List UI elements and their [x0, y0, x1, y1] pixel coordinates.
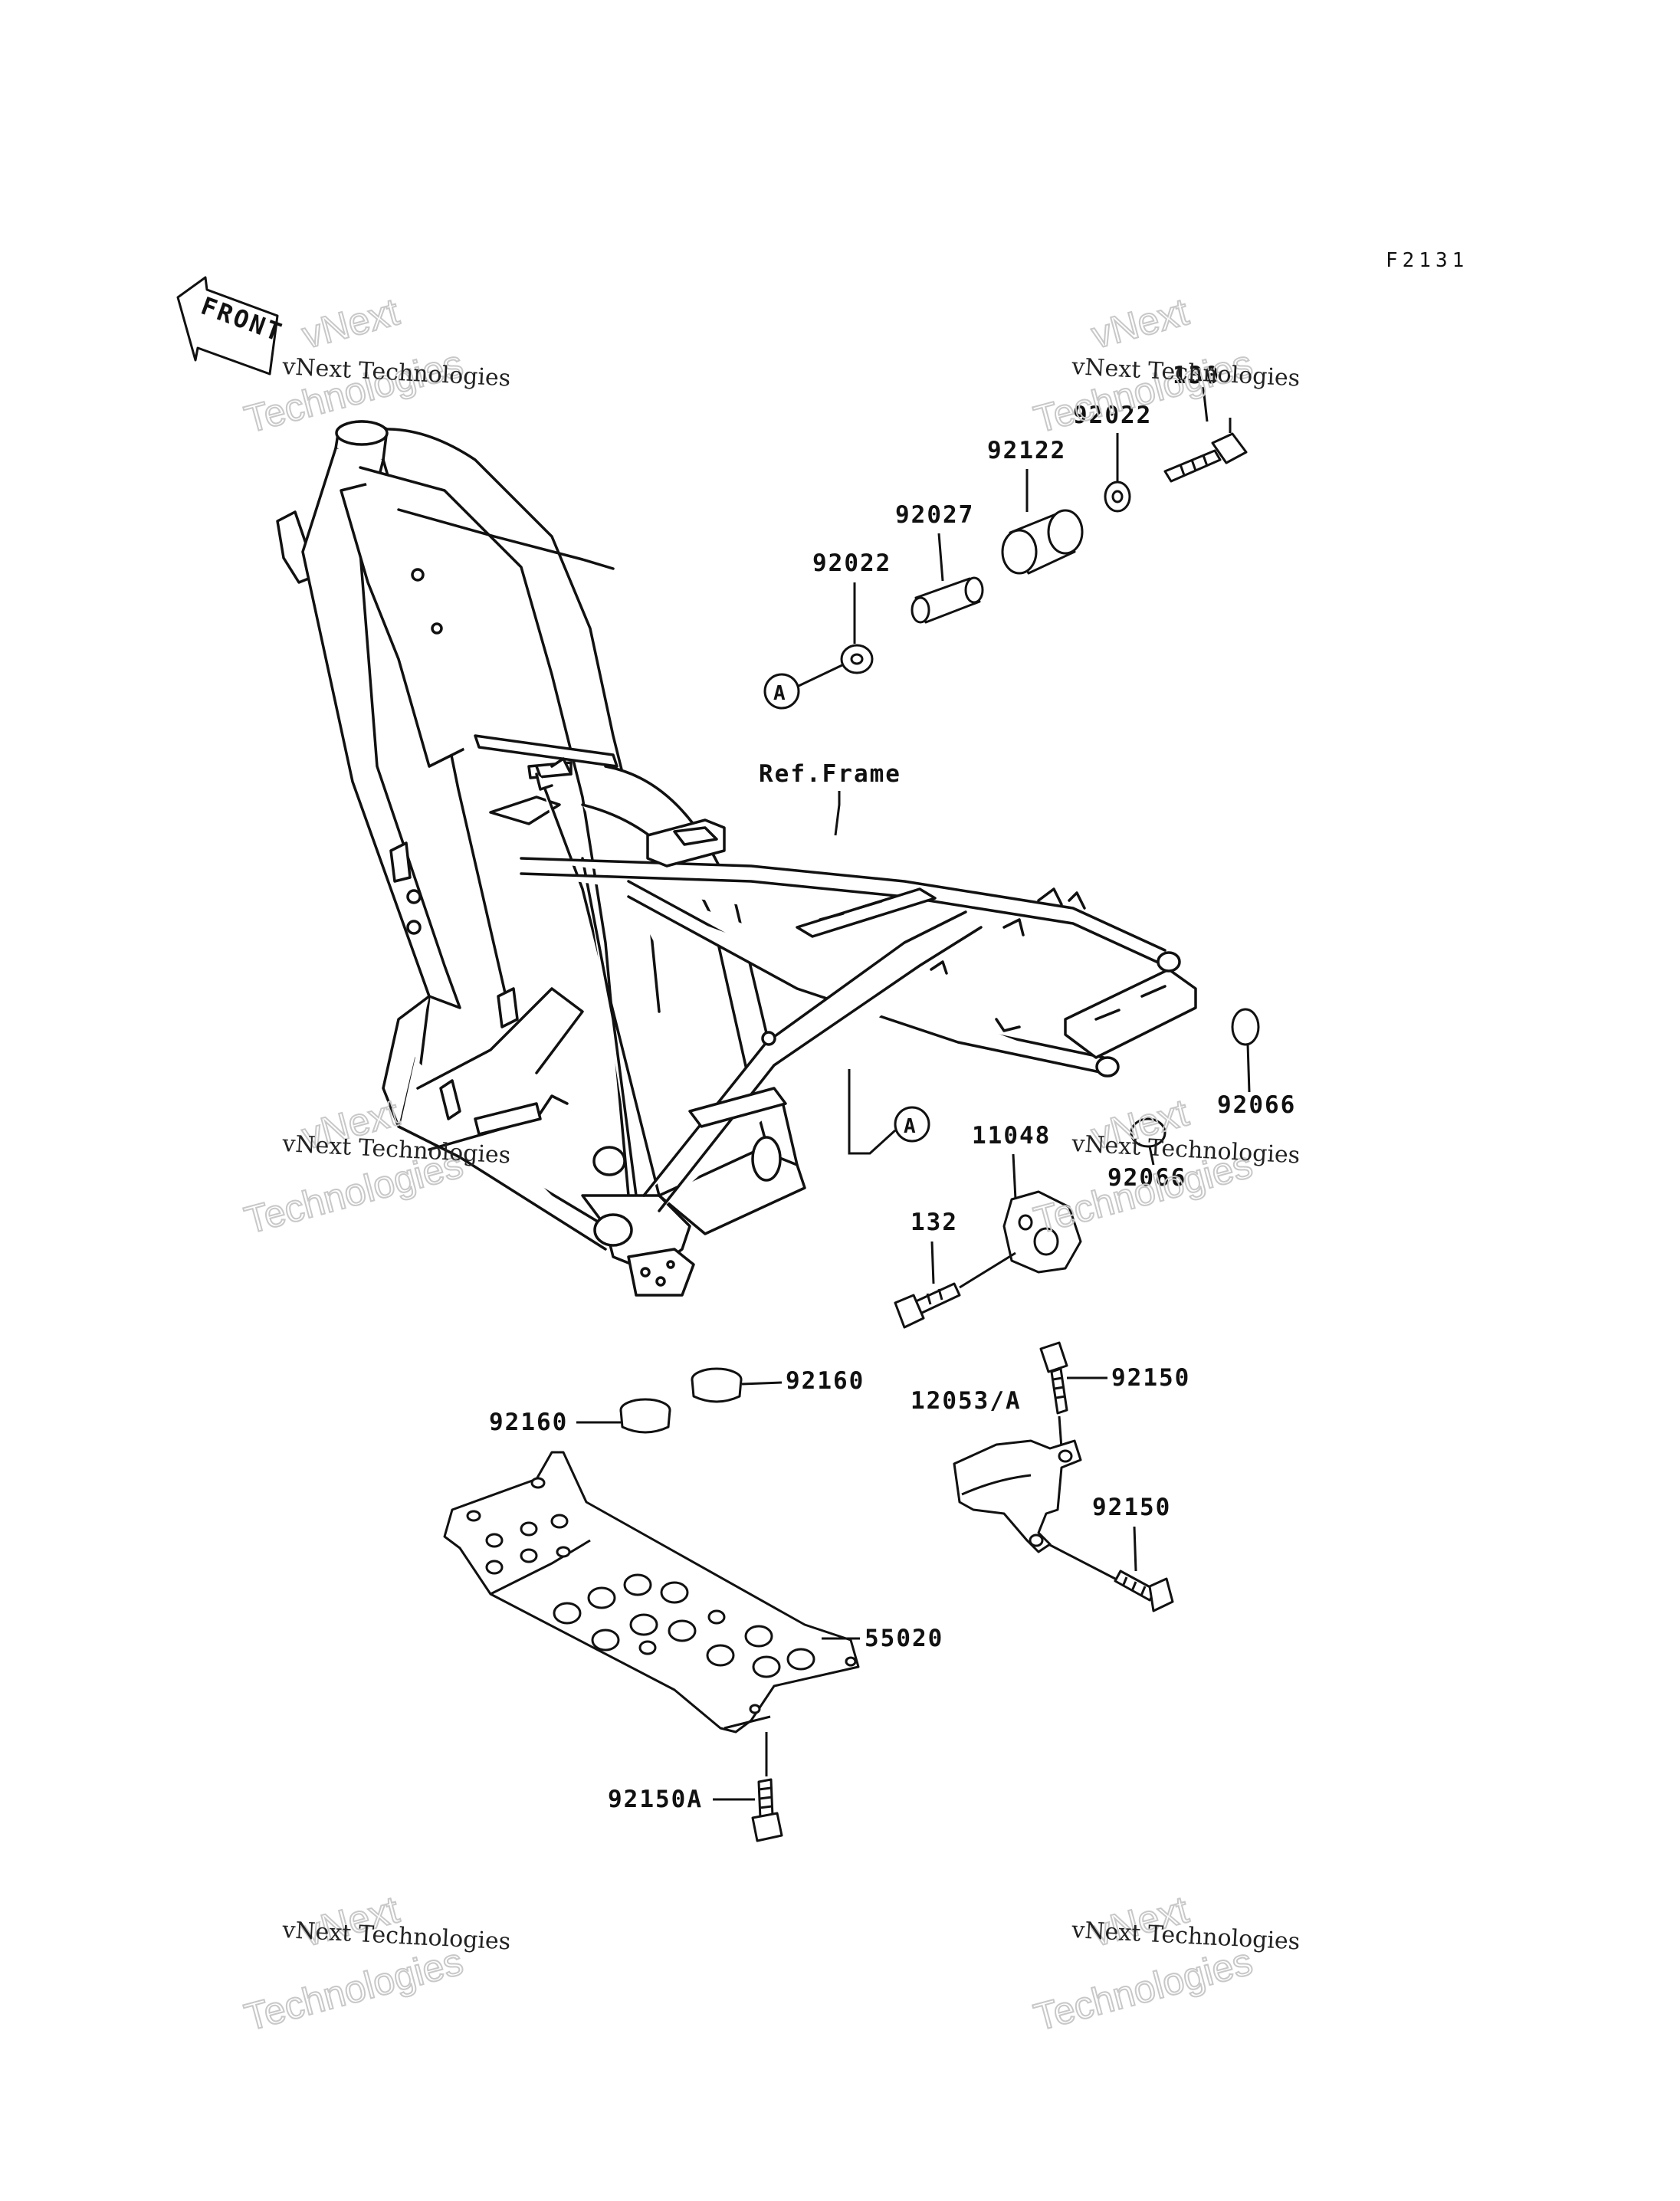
- part-12053a-clamp-icon: [953, 1439, 1082, 1553]
- part-55020-label: 55020: [865, 1625, 943, 1652]
- part-92150-lower-to-clamp: [1048, 1543, 1116, 1580]
- motorcycle-frame-illustration: [276, 420, 1197, 1297]
- part-92066-cap-left-icon: [1130, 1117, 1166, 1148]
- part-92150-upper-to-clamp: [1058, 1415, 1063, 1449]
- callout-a-lower: A: [848, 1069, 930, 1155]
- part-92150-bolt-lower-icon: [1114, 1570, 1174, 1612]
- watermark-bottom-right: vNext Technologies vNext Technologies: [1029, 1887, 1301, 2039]
- part-92066-cap-right-icon: [1231, 1008, 1260, 1046]
- part-130-leader: [1202, 386, 1209, 422]
- part-92022-washer-left-hole: [850, 653, 864, 665]
- ref-frame-label: Ref.Frame: [759, 760, 901, 788]
- front-arrow-icon: FRONT: [176, 276, 287, 376]
- watermark-top-left-line2: vNext: [297, 290, 403, 356]
- watermark-bottom-left: vNext Technologies vNext Technologies: [239, 1887, 511, 2039]
- part-11048-leader: [1012, 1153, 1017, 1200]
- part-130-bolt-icon: [1163, 418, 1248, 483]
- part-130-label: 130: [1173, 362, 1220, 389]
- callout-a-top: A: [763, 661, 848, 710]
- part-92150-upper-label: 92150: [1111, 1364, 1190, 1392]
- watermark-top-right-line2: vNext: [1087, 290, 1193, 356]
- part-92160-right-leader: [741, 1381, 783, 1386]
- callout-a-lower-text: A: [904, 1115, 917, 1138]
- ref-frame-leader: [834, 791, 841, 836]
- part-92027-leader: [937, 533, 944, 582]
- part-92066-left-label: 92066: [1107, 1164, 1186, 1192]
- part-12053a-label: 12053/A: [911, 1387, 1022, 1415]
- callout-a-top-text: A: [773, 682, 787, 705]
- part-11048-bracket-icon: [1002, 1190, 1082, 1274]
- part-132-leader: [930, 1241, 935, 1284]
- watermark-top-left: vNext Technologies vNext Technologies: [239, 289, 511, 441]
- watermark-top-right: vNext Technologies vNext Technologies: [1029, 289, 1301, 441]
- part-55020-skid-plate-icon: [443, 1451, 860, 1734]
- part-92022-left-label: 92022: [812, 549, 891, 577]
- part-92027-collar-icon: [911, 576, 984, 624]
- part-92066-right-leader: [1246, 1043, 1251, 1093]
- part-92022-washer-right-hole: [1111, 490, 1124, 504]
- watermark-bottom-left-line3: Technologies: [240, 1940, 467, 2039]
- part-92066-right-label: 92066: [1217, 1091, 1296, 1119]
- part-11048-label: 11048: [972, 1122, 1051, 1150]
- part-132-label: 132: [911, 1209, 958, 1236]
- part-132-bolt-icon: [894, 1282, 961, 1329]
- part-92160-left-label: 92160: [489, 1409, 568, 1436]
- part-92150-lower-leader: [1133, 1526, 1137, 1572]
- watermark-bottom-right-line3: Technologies: [1029, 1940, 1256, 2039]
- part-92122-bushing-icon: [1001, 509, 1084, 575]
- part-92066-left-leader: [1148, 1146, 1155, 1166]
- part-92160-right-label: 92160: [786, 1367, 865, 1395]
- part-92150a-label: 92150A: [608, 1786, 703, 1813]
- part-92122-label: 92122: [987, 437, 1066, 464]
- part-92027-label: 92027: [895, 501, 974, 529]
- part-92150a-bolt-icon: [751, 1778, 783, 1842]
- part-92150-lower-label: 92150: [1092, 1494, 1171, 1521]
- part-92150-bolt-upper-icon: [1039, 1341, 1068, 1415]
- part-92022-right-label: 92022: [1073, 402, 1152, 429]
- part-92160-grommet-left-icon: [619, 1398, 671, 1434]
- part-92160-grommet-right-icon: [691, 1367, 743, 1403]
- figure-code: F2131: [1386, 249, 1468, 272]
- part-132-to-bracket-leader: [959, 1251, 1016, 1289]
